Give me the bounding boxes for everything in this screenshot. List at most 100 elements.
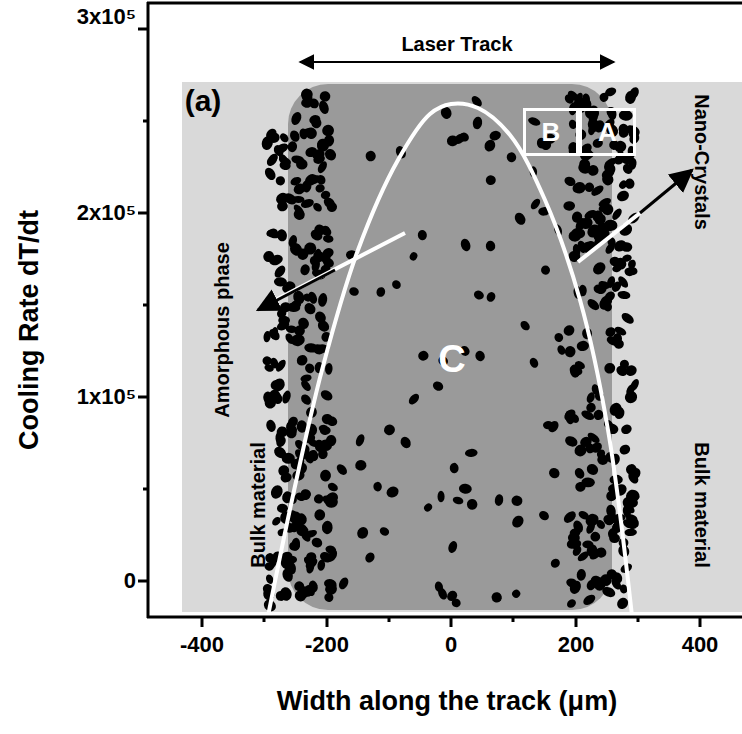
crystal-dot (494, 494, 504, 507)
crystal-dot (281, 389, 293, 404)
crystal-dot (335, 462, 349, 477)
crystal-dot (422, 502, 433, 513)
crystal-dot (472, 116, 484, 130)
crystal-dot (317, 292, 328, 307)
crystal-dot (618, 443, 632, 457)
crystal-dot (624, 90, 636, 104)
crystal-dot (309, 228, 325, 243)
crystal-dot (565, 598, 577, 610)
crystal-dot (265, 419, 277, 433)
crystal-dot (604, 241, 617, 255)
crystal-dot (566, 89, 581, 103)
crystal-dot (302, 301, 318, 317)
crystal-dot (452, 496, 464, 506)
crystal-dot (354, 433, 366, 448)
crystal-dot (594, 577, 606, 591)
crystal-dot (564, 345, 577, 359)
crystal-dot (288, 129, 301, 143)
crystal-dot (288, 540, 300, 551)
crystal-dot (597, 223, 608, 233)
crystal-dot (465, 448, 478, 457)
crystal-dot (529, 197, 542, 211)
crystal-dot (613, 325, 628, 337)
crystal-dot (571, 182, 582, 194)
crystal-dot (310, 536, 324, 549)
crystal-dot (603, 302, 612, 312)
crystal-dot (485, 174, 497, 186)
crystal-dot (553, 331, 565, 343)
crystal-dot (315, 183, 326, 193)
tick-label: 0 (124, 569, 136, 593)
crystal-dot (607, 401, 624, 418)
tick-label: 400 (682, 633, 719, 657)
region-box: A (579, 108, 636, 156)
axes (138, 2, 742, 627)
crystal-dot (263, 330, 272, 342)
crystal-dot (321, 493, 337, 508)
crystal-dot (319, 426, 331, 436)
crystal-dot (431, 380, 445, 393)
crystal-dot (266, 228, 281, 239)
crystal-dot (485, 240, 496, 252)
crystal-dot (262, 355, 273, 366)
crystal-dot (556, 344, 567, 356)
crystal-dot (598, 203, 610, 213)
crystal-dot (568, 364, 584, 377)
crystal-dot (354, 459, 368, 473)
crystal-dot (274, 174, 287, 187)
crystal-dot (510, 588, 521, 599)
crystal-dot (287, 234, 298, 248)
crystal-dot (588, 530, 602, 544)
crystal-dot (313, 508, 326, 522)
crystal-dot (279, 471, 293, 484)
crystal-dot (276, 200, 289, 212)
crystal-dot (562, 407, 578, 422)
crystal-dot (568, 230, 582, 242)
crystal-dot (325, 363, 333, 375)
crystal-dot (585, 401, 598, 414)
tick-label: 3x10⁵ (77, 5, 136, 29)
crystal-dot (527, 116, 542, 128)
cooling-rate-curve (268, 104, 632, 615)
crystal-dot (617, 122, 630, 136)
crystal-dot (562, 509, 578, 525)
crystal-dot (563, 201, 575, 211)
crystal-dot (278, 132, 290, 144)
crystal-dot (628, 157, 638, 170)
crystal-dot (446, 135, 458, 147)
crystal-dot (583, 181, 596, 194)
region-letter: B (542, 118, 561, 147)
crystal-dot (348, 286, 360, 297)
crystal-dot (601, 513, 616, 528)
tick-label: 1x10⁵ (77, 385, 136, 409)
tick-label: -200 (305, 633, 349, 657)
crystal-dot (417, 350, 429, 361)
crystal-dot (316, 318, 332, 334)
crystal-dot (546, 419, 561, 434)
region-label: C (438, 339, 465, 381)
crystal-dot (600, 166, 617, 181)
crystal-dot (355, 525, 370, 540)
annotation: Amorphous phase (211, 242, 233, 418)
crystal-dot (272, 143, 286, 158)
crystal-dot (506, 152, 517, 163)
crystal-dot (610, 571, 624, 586)
crystal-dot (299, 392, 313, 406)
crystal-dot (337, 576, 350, 591)
crystal-dot (603, 361, 617, 375)
crystal-dot (510, 513, 526, 529)
crystal-dot (299, 128, 309, 140)
crystal-dot (263, 396, 278, 411)
crystal-dot (568, 579, 583, 596)
crystal-dot (399, 435, 413, 450)
crystal-dot (322, 195, 337, 210)
crystal-dot (618, 110, 633, 122)
crystal-dot (585, 462, 601, 478)
crystal-dot (299, 263, 311, 276)
crystal-dot (363, 551, 376, 565)
crystal-dot (292, 207, 307, 222)
crystal-dot (296, 159, 308, 170)
crystal-dot (528, 356, 540, 369)
panel-label: (a) (185, 84, 222, 117)
crystal-dot (445, 589, 459, 603)
